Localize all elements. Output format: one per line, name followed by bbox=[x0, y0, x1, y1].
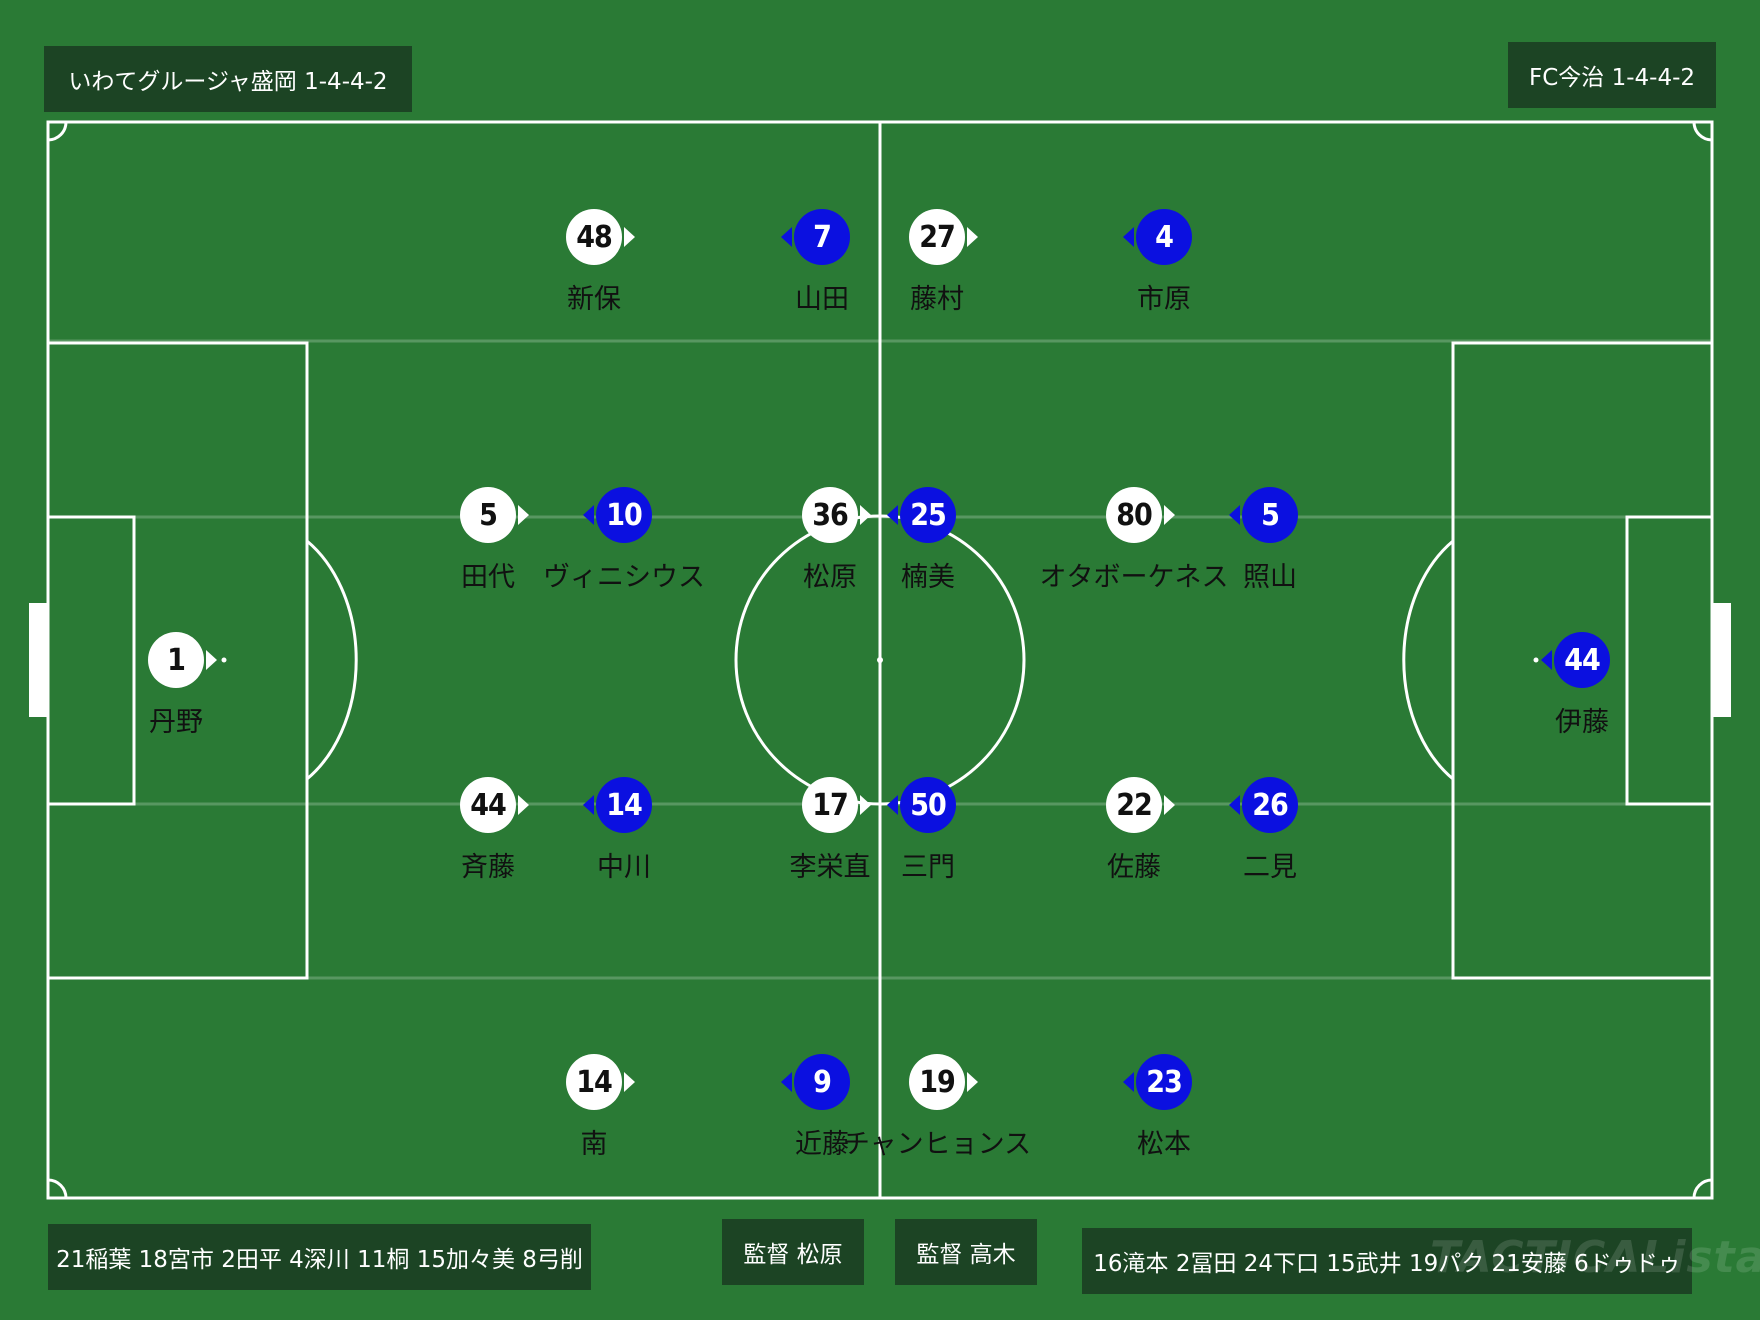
right-penalty-arc bbox=[1402, 539, 1454, 781]
away-bench: 16滝本 2冨田 24下口 15武井 19パク 21安藤 6ドゥドゥ bbox=[1082, 1228, 1692, 1294]
player-name: 丹野 bbox=[149, 707, 203, 738]
corner-arc-tl bbox=[47, 121, 68, 142]
direction-arrow-icon bbox=[624, 1072, 635, 1092]
right-penalty-spot bbox=[1533, 657, 1539, 663]
direction-arrow-icon bbox=[583, 795, 594, 815]
player-name: 松本 bbox=[1137, 1129, 1191, 1160]
direction-arrow-icon bbox=[583, 505, 594, 525]
player-number-badge: 19 bbox=[909, 1054, 965, 1110]
player-number-badge: 14 bbox=[596, 777, 652, 833]
player-name: 二見 bbox=[1243, 852, 1297, 883]
center-circle bbox=[734, 514, 1026, 806]
direction-arrow-icon bbox=[781, 1072, 792, 1092]
player-name: 佐藤 bbox=[1107, 852, 1161, 883]
player-name: オタボーケネス bbox=[1039, 562, 1229, 593]
direction-arrow-icon bbox=[887, 505, 898, 525]
direction-arrow-icon bbox=[967, 1072, 978, 1092]
player-name: 藤村 bbox=[910, 284, 964, 315]
left-penalty-spot bbox=[221, 657, 227, 663]
direction-arrow-icon bbox=[781, 227, 792, 247]
player-number-badge: 14 bbox=[566, 1054, 622, 1110]
direction-arrow-icon bbox=[1541, 650, 1552, 670]
direction-arrow-icon bbox=[1123, 227, 1134, 247]
direction-arrow-icon bbox=[1164, 505, 1175, 525]
player-name: 斉藤 bbox=[461, 852, 515, 883]
player-number-badge: 17 bbox=[802, 777, 858, 833]
player-number-badge: 80 bbox=[1106, 487, 1162, 543]
player-name: チャンヒョンス bbox=[842, 1129, 1032, 1160]
player-number-badge: 44 bbox=[460, 777, 516, 833]
direction-arrow-icon bbox=[1164, 795, 1175, 815]
home-bench: 21稲葉 18宮市 2田平 4深川 11桐 15加々美 8弓削 bbox=[48, 1224, 591, 1290]
player-number-badge: 36 bbox=[802, 487, 858, 543]
player-number-badge: 27 bbox=[909, 209, 965, 265]
direction-arrow-icon bbox=[1229, 505, 1240, 525]
player-name: 中川 bbox=[597, 852, 651, 883]
player-number-badge: 5 bbox=[1242, 487, 1298, 543]
player-name: 照山 bbox=[1243, 562, 1297, 593]
watermark-logo: TACTICALista bbox=[1430, 1232, 1760, 1283]
right-goal bbox=[1712, 603, 1731, 717]
direction-arrow-icon bbox=[1123, 1072, 1134, 1092]
player-name: 近藤 bbox=[795, 1129, 849, 1160]
player-number-badge: 25 bbox=[900, 487, 956, 543]
player-name: 市原 bbox=[1137, 284, 1191, 315]
player-number-badge: 50 bbox=[900, 777, 956, 833]
direction-arrow-icon bbox=[206, 650, 217, 670]
player-name: 田代 bbox=[461, 562, 515, 593]
direction-arrow-icon bbox=[624, 227, 635, 247]
direction-arrow-icon bbox=[860, 795, 871, 815]
direction-arrow-icon bbox=[887, 795, 898, 815]
left-penalty-arc bbox=[306, 539, 358, 781]
player-name: 南 bbox=[580, 1129, 608, 1160]
direction-arrow-icon bbox=[860, 505, 871, 525]
corner-arc-tr bbox=[1692, 121, 1713, 142]
direction-arrow-icon bbox=[1229, 795, 1240, 815]
player-name: 新保 bbox=[567, 284, 621, 315]
direction-arrow-icon bbox=[518, 505, 529, 525]
left-goal-area bbox=[46, 515, 136, 806]
player-name: 松原 bbox=[803, 562, 857, 593]
player-number-badge: 7 bbox=[794, 209, 850, 265]
player-name: 李栄直 bbox=[789, 852, 871, 883]
player-number-badge: 22 bbox=[1106, 777, 1162, 833]
player-number-badge: 23 bbox=[1136, 1054, 1192, 1110]
player-name: 三門 bbox=[901, 852, 955, 883]
player-number-badge: 4 bbox=[1136, 209, 1192, 265]
home-manager: 監督 松原 bbox=[722, 1219, 864, 1285]
player-number-badge: 5 bbox=[460, 487, 516, 543]
direction-arrow-icon bbox=[518, 795, 529, 815]
player-number-badge: 1 bbox=[148, 632, 204, 688]
direction-arrow-icon bbox=[967, 227, 978, 247]
player-name: ヴィニシウス bbox=[543, 562, 705, 593]
player-number-badge: 48 bbox=[566, 209, 622, 265]
player-name: 楠美 bbox=[901, 562, 955, 593]
player-name: 山田 bbox=[795, 284, 849, 315]
center-spot bbox=[877, 657, 883, 663]
home-team-label: いわてグルージャ盛岡 1-4-4-2 bbox=[44, 46, 412, 112]
corner-arc-br bbox=[1692, 1178, 1713, 1199]
away-manager: 監督 高木 bbox=[895, 1219, 1037, 1285]
away-team-label: FC今治 1-4-4-2 bbox=[1508, 42, 1716, 108]
left-goal bbox=[29, 603, 48, 717]
player-name: 伊藤 bbox=[1555, 707, 1609, 738]
corner-arc-bl bbox=[47, 1178, 68, 1199]
right-goal-area bbox=[1625, 515, 1714, 806]
player-number-badge: 44 bbox=[1554, 632, 1610, 688]
player-number-badge: 10 bbox=[596, 487, 652, 543]
player-number-badge: 9 bbox=[794, 1054, 850, 1110]
player-number-badge: 26 bbox=[1242, 777, 1298, 833]
